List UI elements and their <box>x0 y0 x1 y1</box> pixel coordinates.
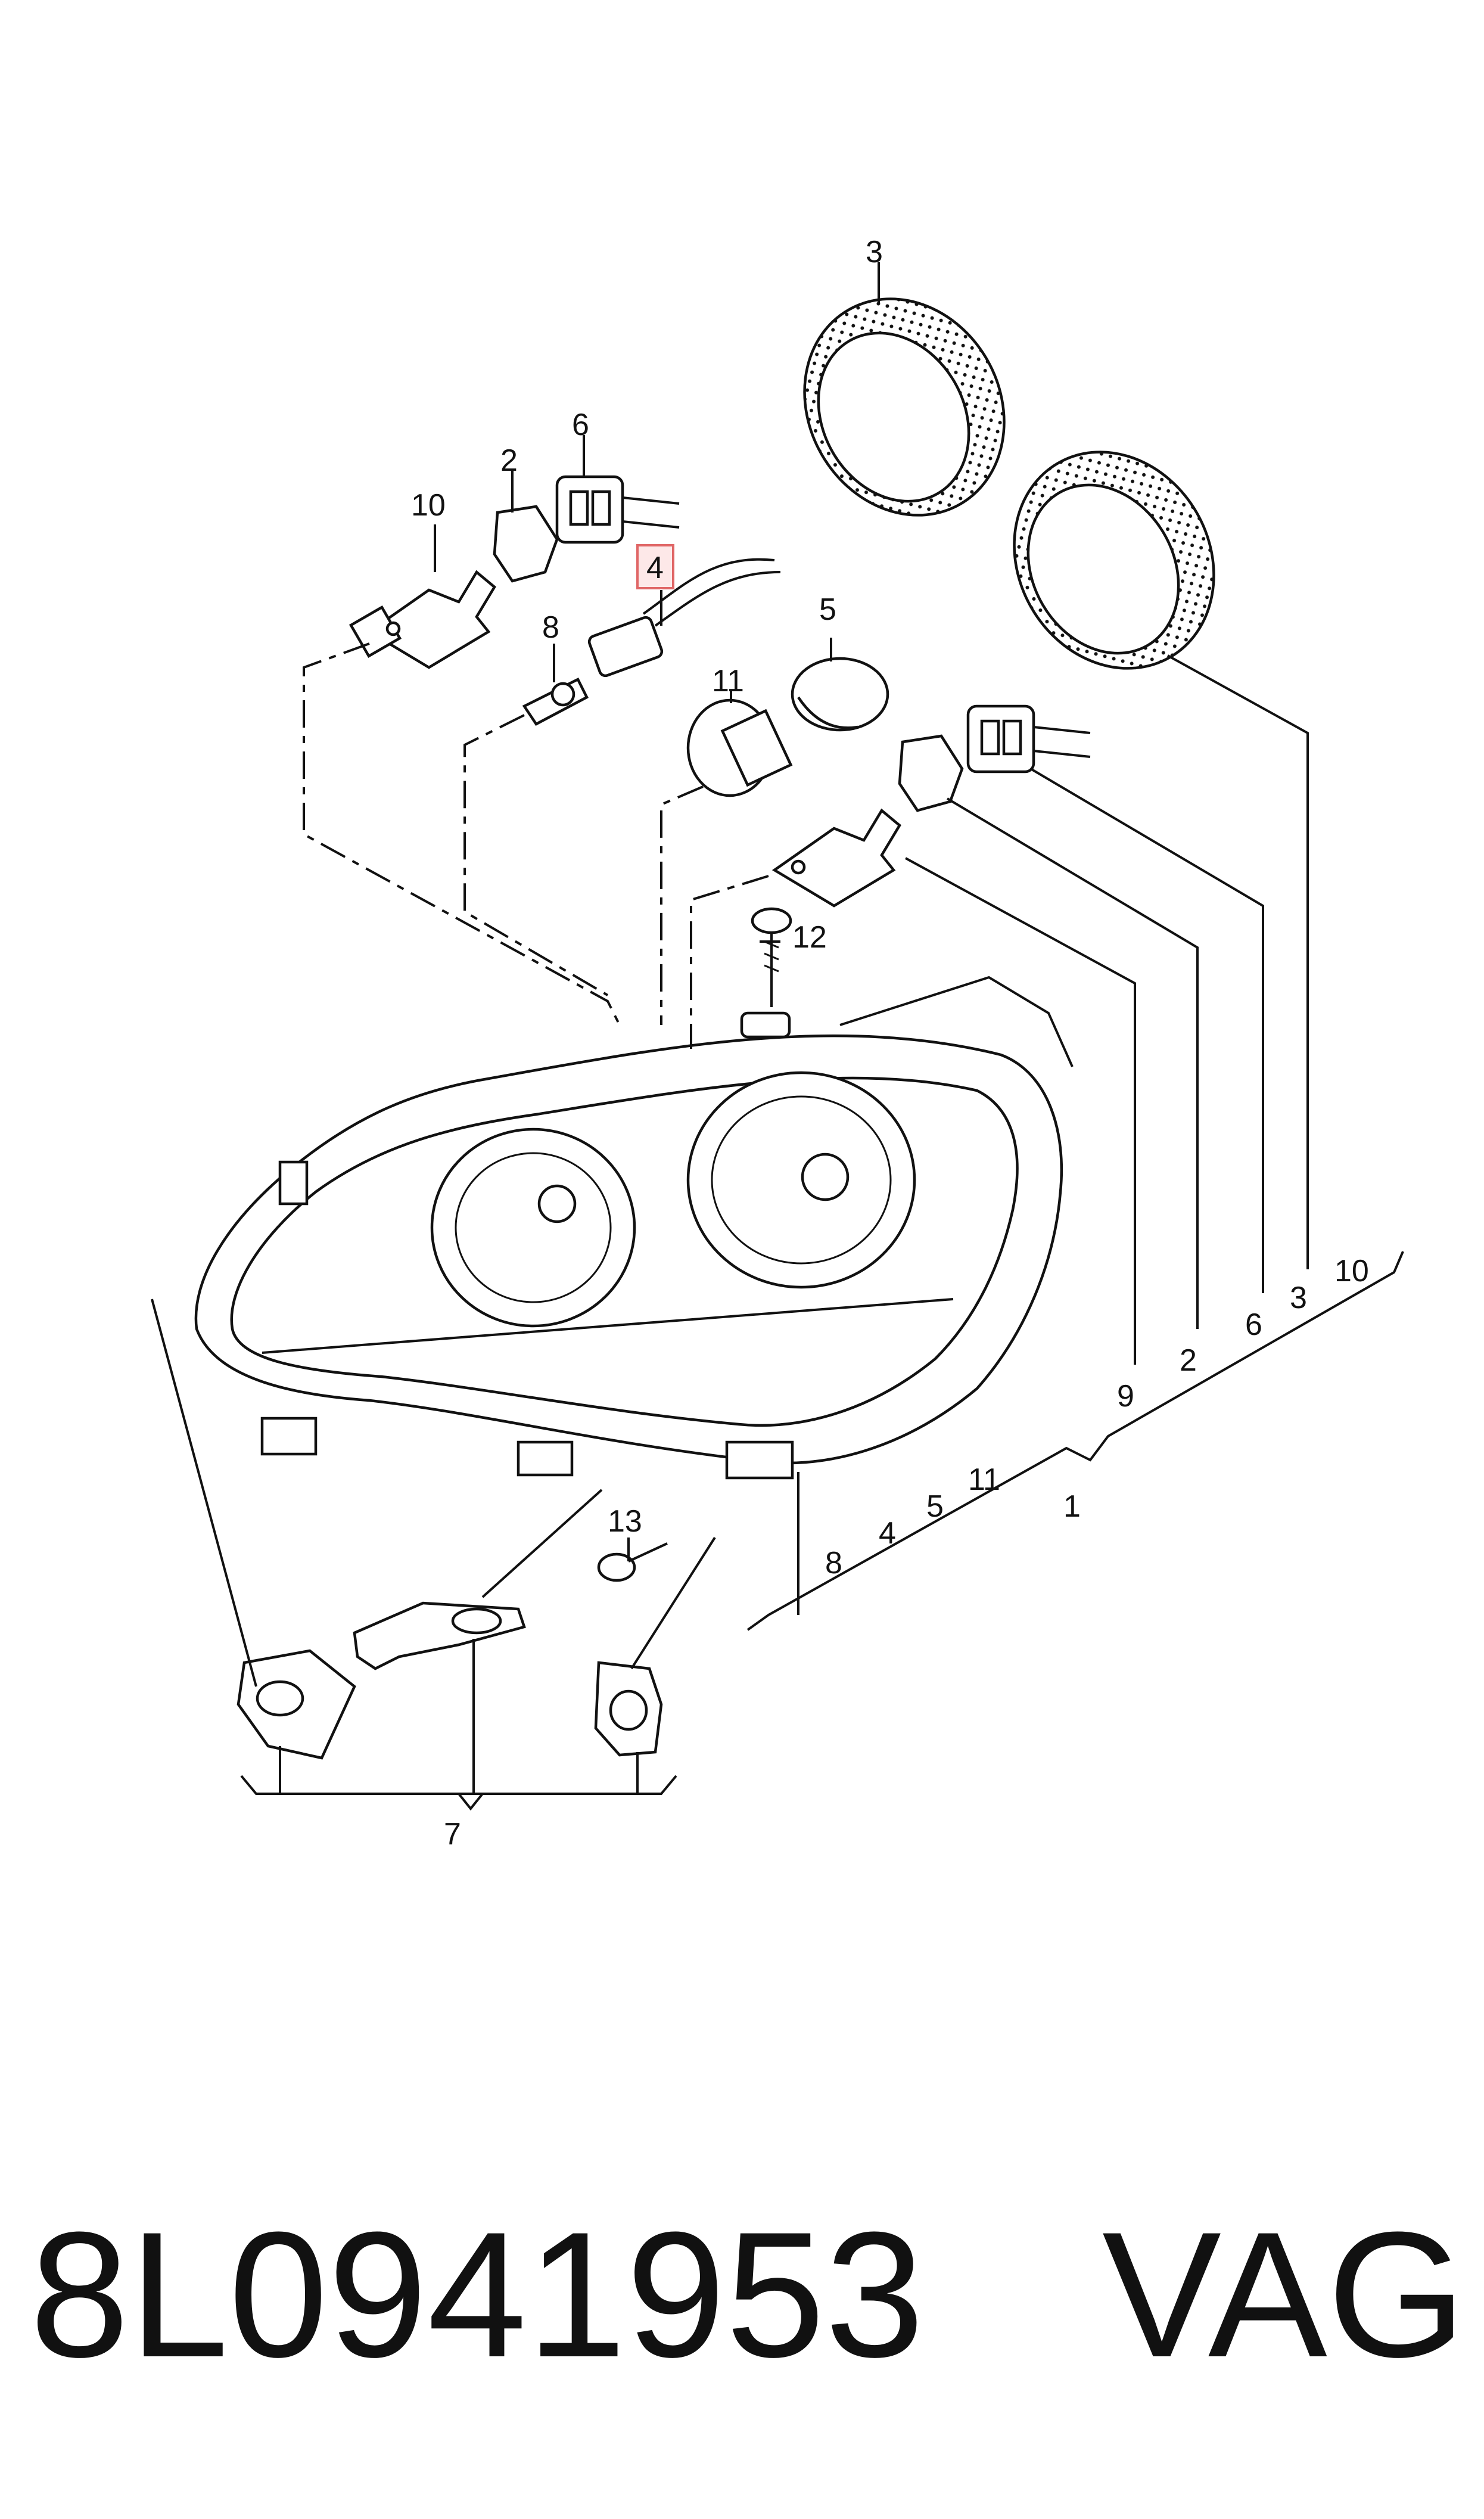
callout-5-ref: 5 <box>926 1489 944 1524</box>
callout-13: 13 <box>608 1504 642 1539</box>
callout-8-ref: 8 <box>825 1546 842 1580</box>
callout-3-top: 3 <box>866 235 883 269</box>
callout-3-ref: 3 <box>1290 1281 1307 1315</box>
bulb-holder-upper <box>493 505 559 583</box>
callout-10-ref: 10 <box>1334 1254 1369 1288</box>
callout-6-top: 6 <box>572 408 589 442</box>
headlight-housing <box>194 976 1074 1480</box>
bracket-middle <box>353 1601 526 1670</box>
part-number: 8L0941953 <box>30 2194 925 2394</box>
bulb-w5w <box>522 677 589 726</box>
bulb-h7-lower <box>771 808 901 908</box>
bulb-py21w <box>686 698 793 797</box>
callout-2-ref: 2 <box>1180 1343 1197 1378</box>
brand-label: VAG <box>1102 2194 1467 2394</box>
bulb-h7-upper <box>349 570 496 669</box>
leader-lines <box>151 262 1404 1811</box>
bulb-holder-lower <box>898 734 964 812</box>
callout-4-label: 4 <box>646 551 664 585</box>
callout-1: 1 <box>1063 1489 1081 1524</box>
callout-2-top: 2 <box>500 443 518 478</box>
cap-upper <box>803 297 1006 517</box>
bracket-right <box>594 1661 663 1757</box>
connector-lower <box>966 704 1091 774</box>
headlight-exploded-diagram: 3 6 2 10 4 8 5 11 12 13 10 3 6 2 9 1 11 … <box>151 235 1404 1852</box>
callout-5-top: 5 <box>819 592 836 627</box>
screw-13 <box>597 1542 668 1582</box>
bulb-holder-py21w <box>791 657 889 732</box>
wiring-harness <box>587 558 781 678</box>
callout-12: 12 <box>792 920 827 955</box>
callout-11-top: 11 <box>712 664 744 698</box>
callout-7: 7 <box>444 1817 461 1852</box>
callout-4-highlighted[interactable]: 4 <box>636 544 674 589</box>
callout-10-top: 10 <box>411 488 446 523</box>
callout-6-ref: 6 <box>1245 1307 1262 1342</box>
connector-upper <box>555 475 680 544</box>
cap-lower <box>1013 451 1215 670</box>
callout-9: 9 <box>1117 1379 1134 1414</box>
bracket-left <box>237 1649 356 1760</box>
screw-12 <box>751 907 792 977</box>
callout-11-ref: 11 <box>968 1462 1000 1497</box>
callout-4-ref: 4 <box>879 1516 896 1551</box>
callout-8-top: 8 <box>542 610 559 645</box>
